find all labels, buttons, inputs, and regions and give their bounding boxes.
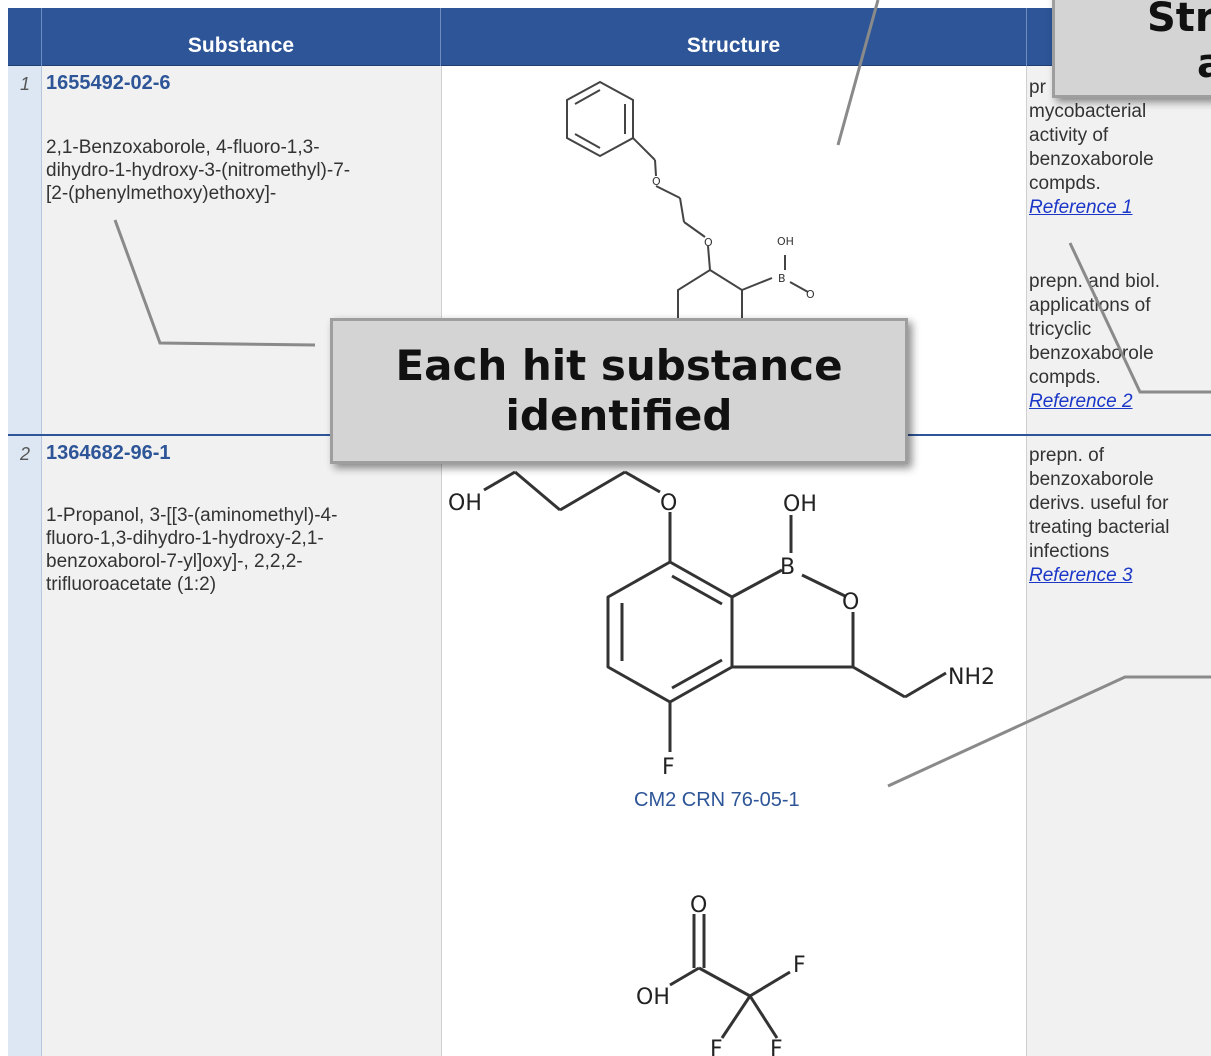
reference-text-line: treating bacterial	[1029, 517, 1170, 538]
reference-text-line: pr	[1029, 77, 1046, 98]
reference-text-line: benzoxaborole	[1029, 149, 1154, 170]
atom-label: O	[704, 236, 713, 249]
atom-label: OH	[448, 491, 482, 516]
component-registry-label[interactable]: CM2 CRN 76-05-1	[634, 789, 800, 811]
substance-name-line: [2-(phenylmethoxy)ethoxy]-	[46, 183, 277, 204]
reference-text-line: benzoxaborole	[1029, 469, 1154, 490]
callout-line: Str	[1147, 0, 1211, 41]
substance-name-line: dihydro-1-hydroxy-3-(nitromethyl)-7-	[46, 160, 351, 181]
substance-name-line: trifluoroacetate (1:2)	[46, 574, 217, 595]
structure-callout: Str a	[1052, 0, 1211, 98]
reference-link[interactable]: Reference 2	[1029, 391, 1133, 412]
atom-label: O	[842, 590, 859, 615]
atom-label: OH	[783, 492, 817, 517]
atom-label: O	[652, 175, 661, 188]
reference-link[interactable]: Reference 3	[1029, 565, 1133, 586]
atom-label: B	[778, 272, 786, 285]
row-number: 2	[19, 444, 30, 464]
header-number-column	[8, 8, 42, 66]
reference-text-line: activity of	[1029, 125, 1109, 146]
callout-line: identified	[505, 391, 733, 440]
reference-text-line: mycobacterial	[1029, 101, 1147, 122]
atom-label: O	[806, 288, 815, 301]
reference-text-line: prepn. of	[1029, 445, 1104, 466]
substance-callout: Each hit substance identified	[330, 318, 908, 464]
substance-name: 1-Propanol, 3-[[3-(aminomethyl)-4- fluor…	[46, 504, 441, 596]
structure-column	[441, 66, 1027, 1056]
cas-number-link[interactable]: 1655492-02-6	[46, 72, 171, 94]
callout-line: Each hit substance	[395, 341, 843, 390]
reference-text-line: derivs. useful for	[1029, 493, 1169, 514]
atom-label: B	[780, 555, 795, 580]
structure-2	[483, 470, 947, 752]
reference-entry: prepn. of benzoxaborole derivs. useful f…	[1029, 444, 1211, 588]
atom-label: O	[690, 893, 707, 918]
results-table: Substance Structure 1 1655492-02-6 2,1-B…	[8, 8, 1211, 1056]
atom-label: F	[710, 1037, 723, 1056]
reference-text-line: infections	[1029, 541, 1110, 562]
substance-name-line: 2,1-Benzoxaborole, 4-fluoro-1,3-	[46, 137, 320, 158]
atom-label: F	[793, 953, 806, 978]
atom-label: NH2	[948, 665, 995, 690]
substance-name-line: benzoxaborol-7-yl]oxy]-, 2,2,2-	[46, 551, 303, 572]
structure-1	[566, 80, 809, 352]
table-header: Substance Structure	[8, 8, 1211, 66]
row-number: 1	[19, 74, 30, 94]
reference-entry: pr mycobacterial activity of benzoxaboro…	[1029, 76, 1211, 220]
header-structure[interactable]: Structure	[441, 8, 1027, 66]
substance-name-line: 1-Propanol, 3-[[3-(aminomethyl)-4-	[46, 505, 338, 526]
atom-label: F	[770, 1037, 783, 1056]
atom-label: OH	[777, 235, 794, 248]
atom-label: OH	[636, 985, 670, 1010]
callout-line: a	[1147, 41, 1211, 87]
atom-label: F	[662, 755, 675, 780]
header-substance[interactable]: Substance	[42, 8, 441, 66]
atom-label: O	[660, 491, 677, 516]
substance-name: 2,1-Benzoxaborole, 4-fluoro-1,3- dihydro…	[46, 136, 441, 205]
structure-2-component	[669, 914, 791, 1039]
reference-text-line: compds.	[1029, 173, 1101, 194]
substance-name-line: fluoro-1,3-dihydro-1-hydroxy-2,1-	[46, 528, 324, 549]
reference-link[interactable]: Reference 1	[1029, 197, 1133, 218]
cas-number-link[interactable]: 1364682-96-1	[46, 442, 171, 464]
row-number-column	[8, 66, 42, 1056]
